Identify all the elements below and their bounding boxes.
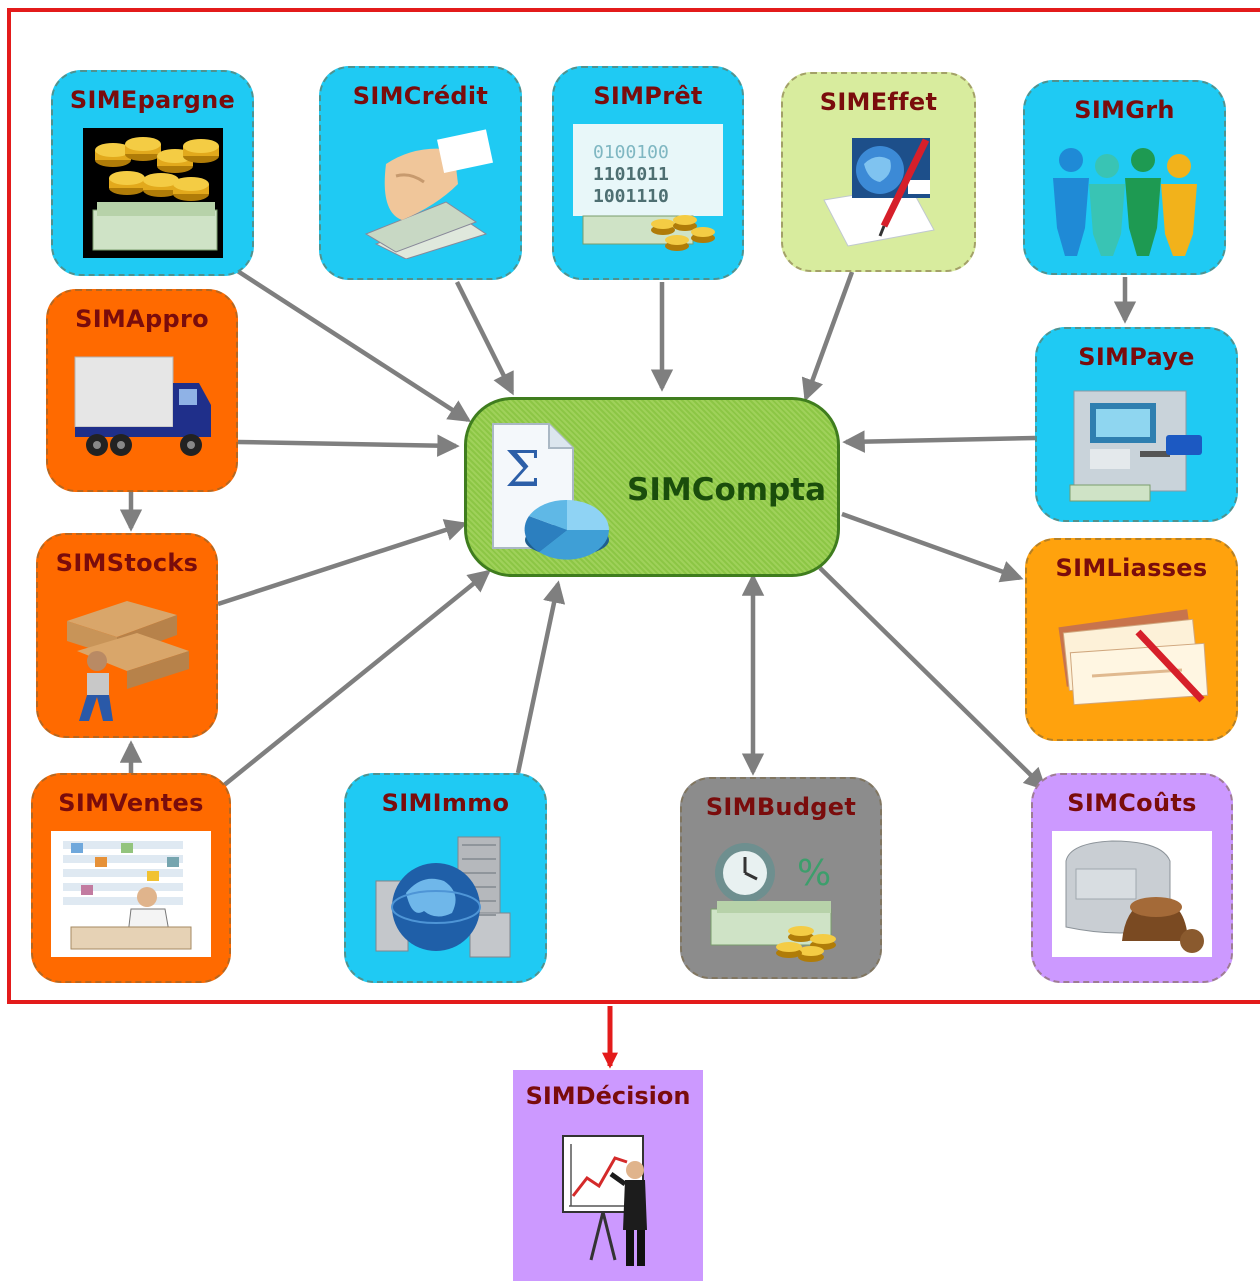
module-label: SIMDécision — [525, 1082, 691, 1110]
module-simcredit[interactable]: SIMCrédit — [319, 66, 522, 280]
arrow-credit — [454, 280, 515, 396]
arrow-immo — [515, 580, 566, 774]
arrow-paye — [842, 430, 1036, 453]
module-simpaye[interactable]: SIMPaye — [1035, 327, 1238, 522]
globe-pen-document-icon — [814, 130, 944, 254]
module-simcouts[interactable]: SIMCoûts — [1031, 773, 1233, 983]
module-label: SIMStocks — [55, 549, 199, 577]
people-group-icon — [1045, 138, 1205, 262]
svg-text:1101011: 1101011 — [593, 164, 669, 185]
svg-text:%: % — [797, 853, 831, 894]
svg-text:Σ: Σ — [505, 440, 540, 498]
clock-money-percent-icon: % — [701, 835, 861, 969]
arrow-liasses — [841, 511, 1024, 583]
module-label: SIMGrh — [1074, 96, 1175, 124]
boxes-carrier-icon — [57, 591, 197, 725]
hub-label: SIMCompta — [627, 472, 826, 508]
module-simdecision[interactable]: SIMDécision — [513, 1070, 703, 1281]
arrow-couts — [818, 566, 1047, 791]
module-label: SIMPaye — [1078, 343, 1195, 371]
module-simgrh[interactable]: SIMGrh — [1023, 80, 1226, 275]
module-simstocks[interactable]: SIMStocks — [36, 533, 218, 738]
module-label: SIMEpargne — [69, 86, 236, 114]
presentation-board-icon — [553, 1130, 663, 1274]
module-label: SIMVentes — [58, 789, 204, 817]
module-simbudget[interactable]: SIMBudget% — [680, 777, 882, 979]
system-boundary-frame — [7, 8, 1260, 1004]
atm-machine-icon — [1062, 385, 1212, 509]
module-label: SIMLiasses — [1055, 554, 1208, 582]
svg-text:0100100: 0100100 — [593, 142, 669, 163]
cheque-pen-icon — [1052, 596, 1212, 720]
arrow-effet — [801, 271, 855, 402]
svg-text:1001110: 1001110 — [593, 186, 669, 207]
module-label: SIMCoûts — [1067, 789, 1197, 817]
arrow-stocks — [217, 519, 468, 607]
module-label: SIMBudget — [705, 793, 857, 821]
module-simeffet[interactable]: SIMEffet — [781, 72, 976, 272]
truck-icon — [67, 347, 217, 471]
shop-seller-icon — [51, 831, 211, 961]
module-simliasses[interactable]: SIMLiasses — [1025, 538, 1238, 741]
module-label: SIMCrédit — [352, 82, 489, 110]
coins-banknotes-icon — [82, 128, 223, 262]
module-label: SIMPrêt — [593, 82, 703, 110]
module-simepargne[interactable]: SIMEpargne — [51, 70, 254, 276]
buildings-globe-icon — [366, 831, 526, 965]
module-simappro[interactable]: SIMAppro — [46, 289, 238, 492]
module-simimmo[interactable]: SIMImmo — [344, 773, 547, 983]
module-label: SIMImmo — [381, 789, 510, 817]
hand-money-icon — [346, 124, 496, 263]
module-label: SIMEffet — [819, 88, 938, 116]
arrow-epargne — [234, 268, 472, 423]
hub-simcompta[interactable]: Σ SIMCompta — [464, 397, 840, 577]
module-label: SIMAppro — [75, 305, 209, 333]
sigma-pie-chart-icon: Σ — [489, 422, 614, 566]
arrow-appro — [237, 434, 460, 457]
bread-machine-icon — [1052, 831, 1212, 961]
arrow-ventes — [216, 569, 491, 792]
module-simventes[interactable]: SIMVentes — [31, 773, 231, 983]
